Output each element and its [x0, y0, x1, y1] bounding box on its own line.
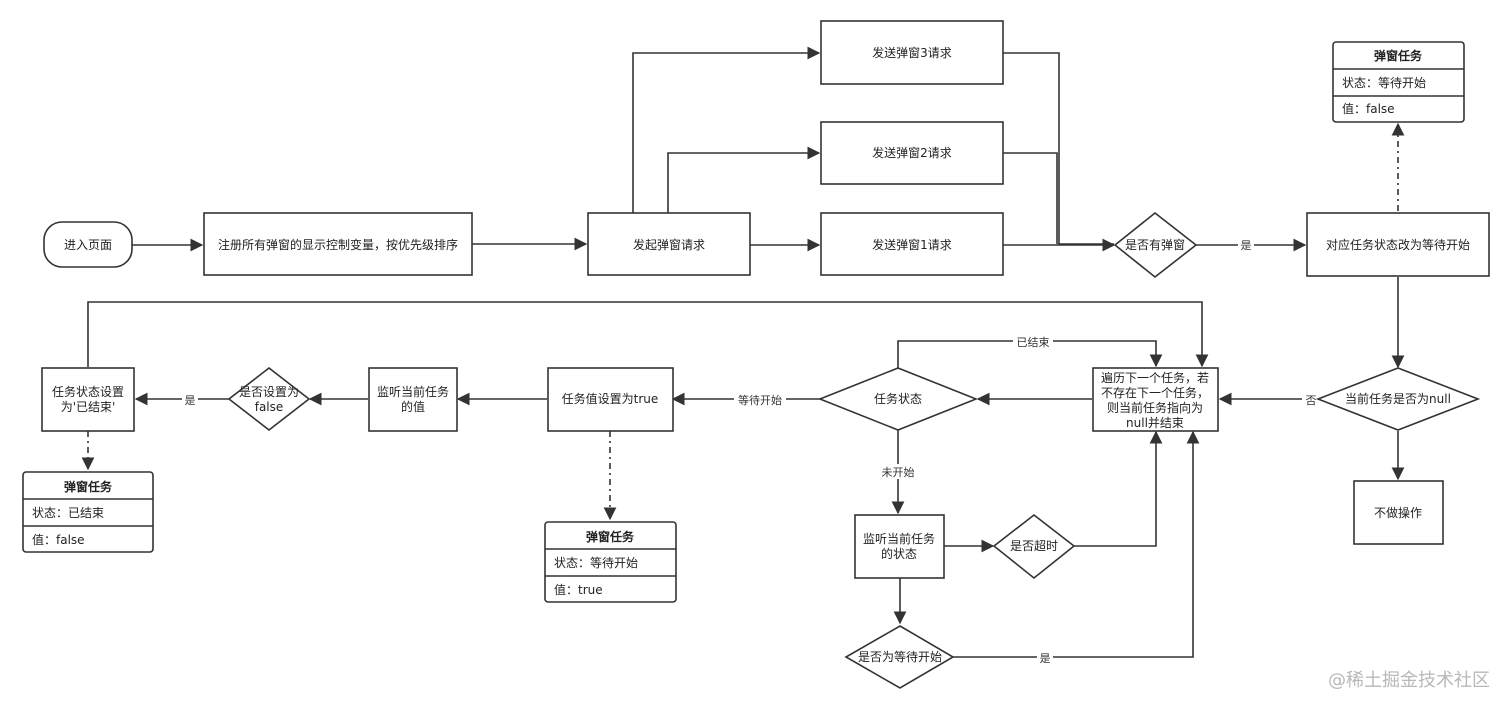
edge-label-yes-isfalse: 是: [185, 394, 196, 407]
node-req2: 发送弹窗2请求: [820, 121, 1004, 185]
node-req3: 发送弹窗3请求: [820, 20, 1004, 85]
edge-label-no: 否: [1306, 394, 1317, 407]
node-set-waiting-label: 对应任务状态改为等待开始: [1326, 237, 1470, 252]
edge-timeout-traverse: [1074, 430, 1163, 547]
table-top-right-row2: 值：false: [1342, 101, 1395, 116]
node-is-false-line2: false: [255, 400, 284, 414]
node-listen-value-line1: 监听当前任务: [377, 384, 449, 399]
node-traverse-line1: 遍历下一个任务，若: [1101, 370, 1209, 385]
node-is-waiting: 是否为等待开始: [844, 625, 955, 689]
node-timeout-label: 是否超时: [1010, 538, 1058, 553]
node-is-waiting-label: 是否为等待开始: [858, 650, 942, 664]
node-task-status: 任务状态: [817, 367, 979, 431]
node-enter-page-label: 进入页面: [64, 238, 112, 252]
node-traverse-line4: null并结束: [1126, 416, 1184, 430]
node-listen-state-line2: 的状态: [881, 546, 917, 561]
node-has-popup-label: 是否有弹窗: [1125, 238, 1185, 252]
node-do-nothing-label: 不做操作: [1374, 505, 1422, 520]
node-req1-label: 发送弹窗1请求: [872, 237, 952, 252]
table-top-right-title: 弹窗任务: [1374, 48, 1423, 63]
node-req3-label: 发送弹窗3请求: [872, 45, 952, 60]
node-register: 注册所有弹窗的显示控制变量，按优先级排序: [203, 212, 473, 276]
edge-req2-haspopup: [1003, 152, 1058, 244]
table-left-row2: 值：false: [32, 532, 85, 547]
edge-label-ended: 已结束: [1017, 336, 1050, 349]
node-traverse-line2: 不存在下一个任务，: [1101, 385, 1209, 400]
node-set-ended: 任务状态设置 为'已结束': [41, 367, 135, 432]
edge-labels: 是 否 已结束 等待开始 未开始 是 是: [182, 237, 1318, 665]
table-top-right: 弹窗任务 状态：等待开始 值：false: [1332, 41, 1465, 123]
watermark: @稀土掘金技术社区: [1328, 670, 1490, 691]
node-set-waiting: 对应任务状态改为等待开始: [1306, 212, 1490, 277]
node-register-label: 注册所有弹窗的显示控制变量，按优先级排序: [218, 237, 458, 252]
node-has-popup: 是否有弹窗: [1113, 211, 1198, 279]
node-do-nothing: 不做操作: [1353, 480, 1444, 545]
node-req1: 发送弹窗1请求: [820, 212, 1004, 276]
edge-setended-traverse: [87, 301, 1209, 368]
table-middle-title: 弹窗任务: [586, 529, 635, 544]
node-task-status-label: 任务状态: [874, 391, 922, 406]
node-current-null-label: 当前任务是否为null: [1345, 391, 1451, 406]
node-is-false: 是否设置为 false: [227, 366, 311, 432]
table-middle-row1: 状态：等待开始: [554, 556, 638, 570]
edge-initiate-req2: [667, 146, 821, 213]
node-initiate-label: 发起弹窗请求: [633, 237, 705, 252]
node-listen-state-line1: 监听当前任务: [863, 531, 935, 546]
node-traverse-line3: 则当前任务指向为: [1107, 400, 1203, 415]
edge-label-yes-iswaiting: 是: [1040, 652, 1051, 665]
table-top-right-row1: 状态：等待开始: [1342, 76, 1426, 90]
edge-label-waiting: 等待开始: [738, 393, 782, 407]
node-traverse: 遍历下一个任务，若 不存在下一个任务， 则当前任务指向为 null并结束: [1092, 367, 1219, 432]
node-req2-label: 发送弹窗2请求: [872, 145, 952, 160]
node-enter-page: 进入页面: [43, 221, 133, 268]
edge-req3-haspopup: [1003, 52, 1114, 245]
node-is-false-line1: 是否设置为: [239, 385, 299, 399]
node-current-null: 当前任务是否为null: [1315, 367, 1481, 431]
node-set-ended-line2: 为'已结束': [61, 400, 116, 414]
edge-label-yes-haspopup: 是: [1241, 239, 1252, 252]
nodes: 进入页面 注册所有弹窗的显示控制变量，按优先级排序 发起弹窗请求 发送弹窗3请求…: [41, 20, 1490, 689]
node-set-true: 任务值设置为true: [547, 367, 674, 432]
node-listen-state: 监听当前任务 的状态: [854, 514, 945, 579]
table-left: 弹窗任务 状态：已结束 值：false: [22, 471, 154, 553]
table-middle-row2: 值：true: [554, 582, 603, 597]
node-initiate: 发起弹窗请求: [587, 212, 751, 276]
connectors: [81, 46, 1405, 658]
edge-label-not-started: 未开始: [882, 465, 915, 479]
table-left-title: 弹窗任务: [64, 479, 113, 494]
edge-initiate-req3: [632, 46, 821, 213]
edge-iswaiting-traverse: [953, 430, 1200, 658]
node-listen-value: 监听当前任务 的值: [368, 367, 458, 432]
node-timeout: 是否超时: [992, 513, 1076, 580]
node-set-true-label: 任务值设置为true: [562, 391, 659, 406]
table-middle: 弹窗任务 状态：等待开始 值：true: [544, 521, 677, 603]
table-left-row1: 状态：已结束: [32, 506, 104, 520]
node-listen-value-line2: 的值: [401, 399, 425, 414]
node-set-ended-line1: 任务状态设置: [52, 384, 124, 399]
